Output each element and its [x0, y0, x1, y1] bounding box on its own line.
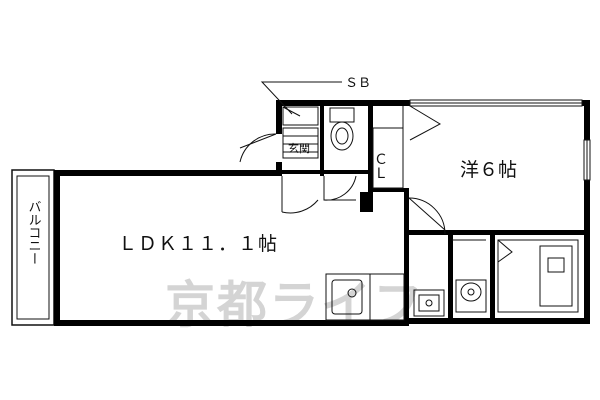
entrance-label: 玄関 — [288, 141, 310, 155]
washer-area — [413, 289, 445, 317]
bathtub — [497, 239, 579, 313]
toilet — [329, 107, 355, 151]
kitchen-counter — [325, 273, 405, 321]
western-room-label: 洋６帖 — [460, 159, 517, 181]
shoe-box — [282, 106, 319, 159]
doors — [239, 133, 446, 235]
balcony-label: バルコニー — [26, 200, 42, 265]
wash-basin — [452, 239, 487, 313]
windows — [409, 99, 591, 181]
sb-leader — [260, 81, 342, 115]
sb-label: ＳＢ — [345, 76, 371, 91]
ldk-label: ＬＤＫ１１．１帖 — [118, 233, 278, 255]
closet-label: ＣＬ — [372, 152, 388, 180]
closet — [372, 105, 442, 189]
